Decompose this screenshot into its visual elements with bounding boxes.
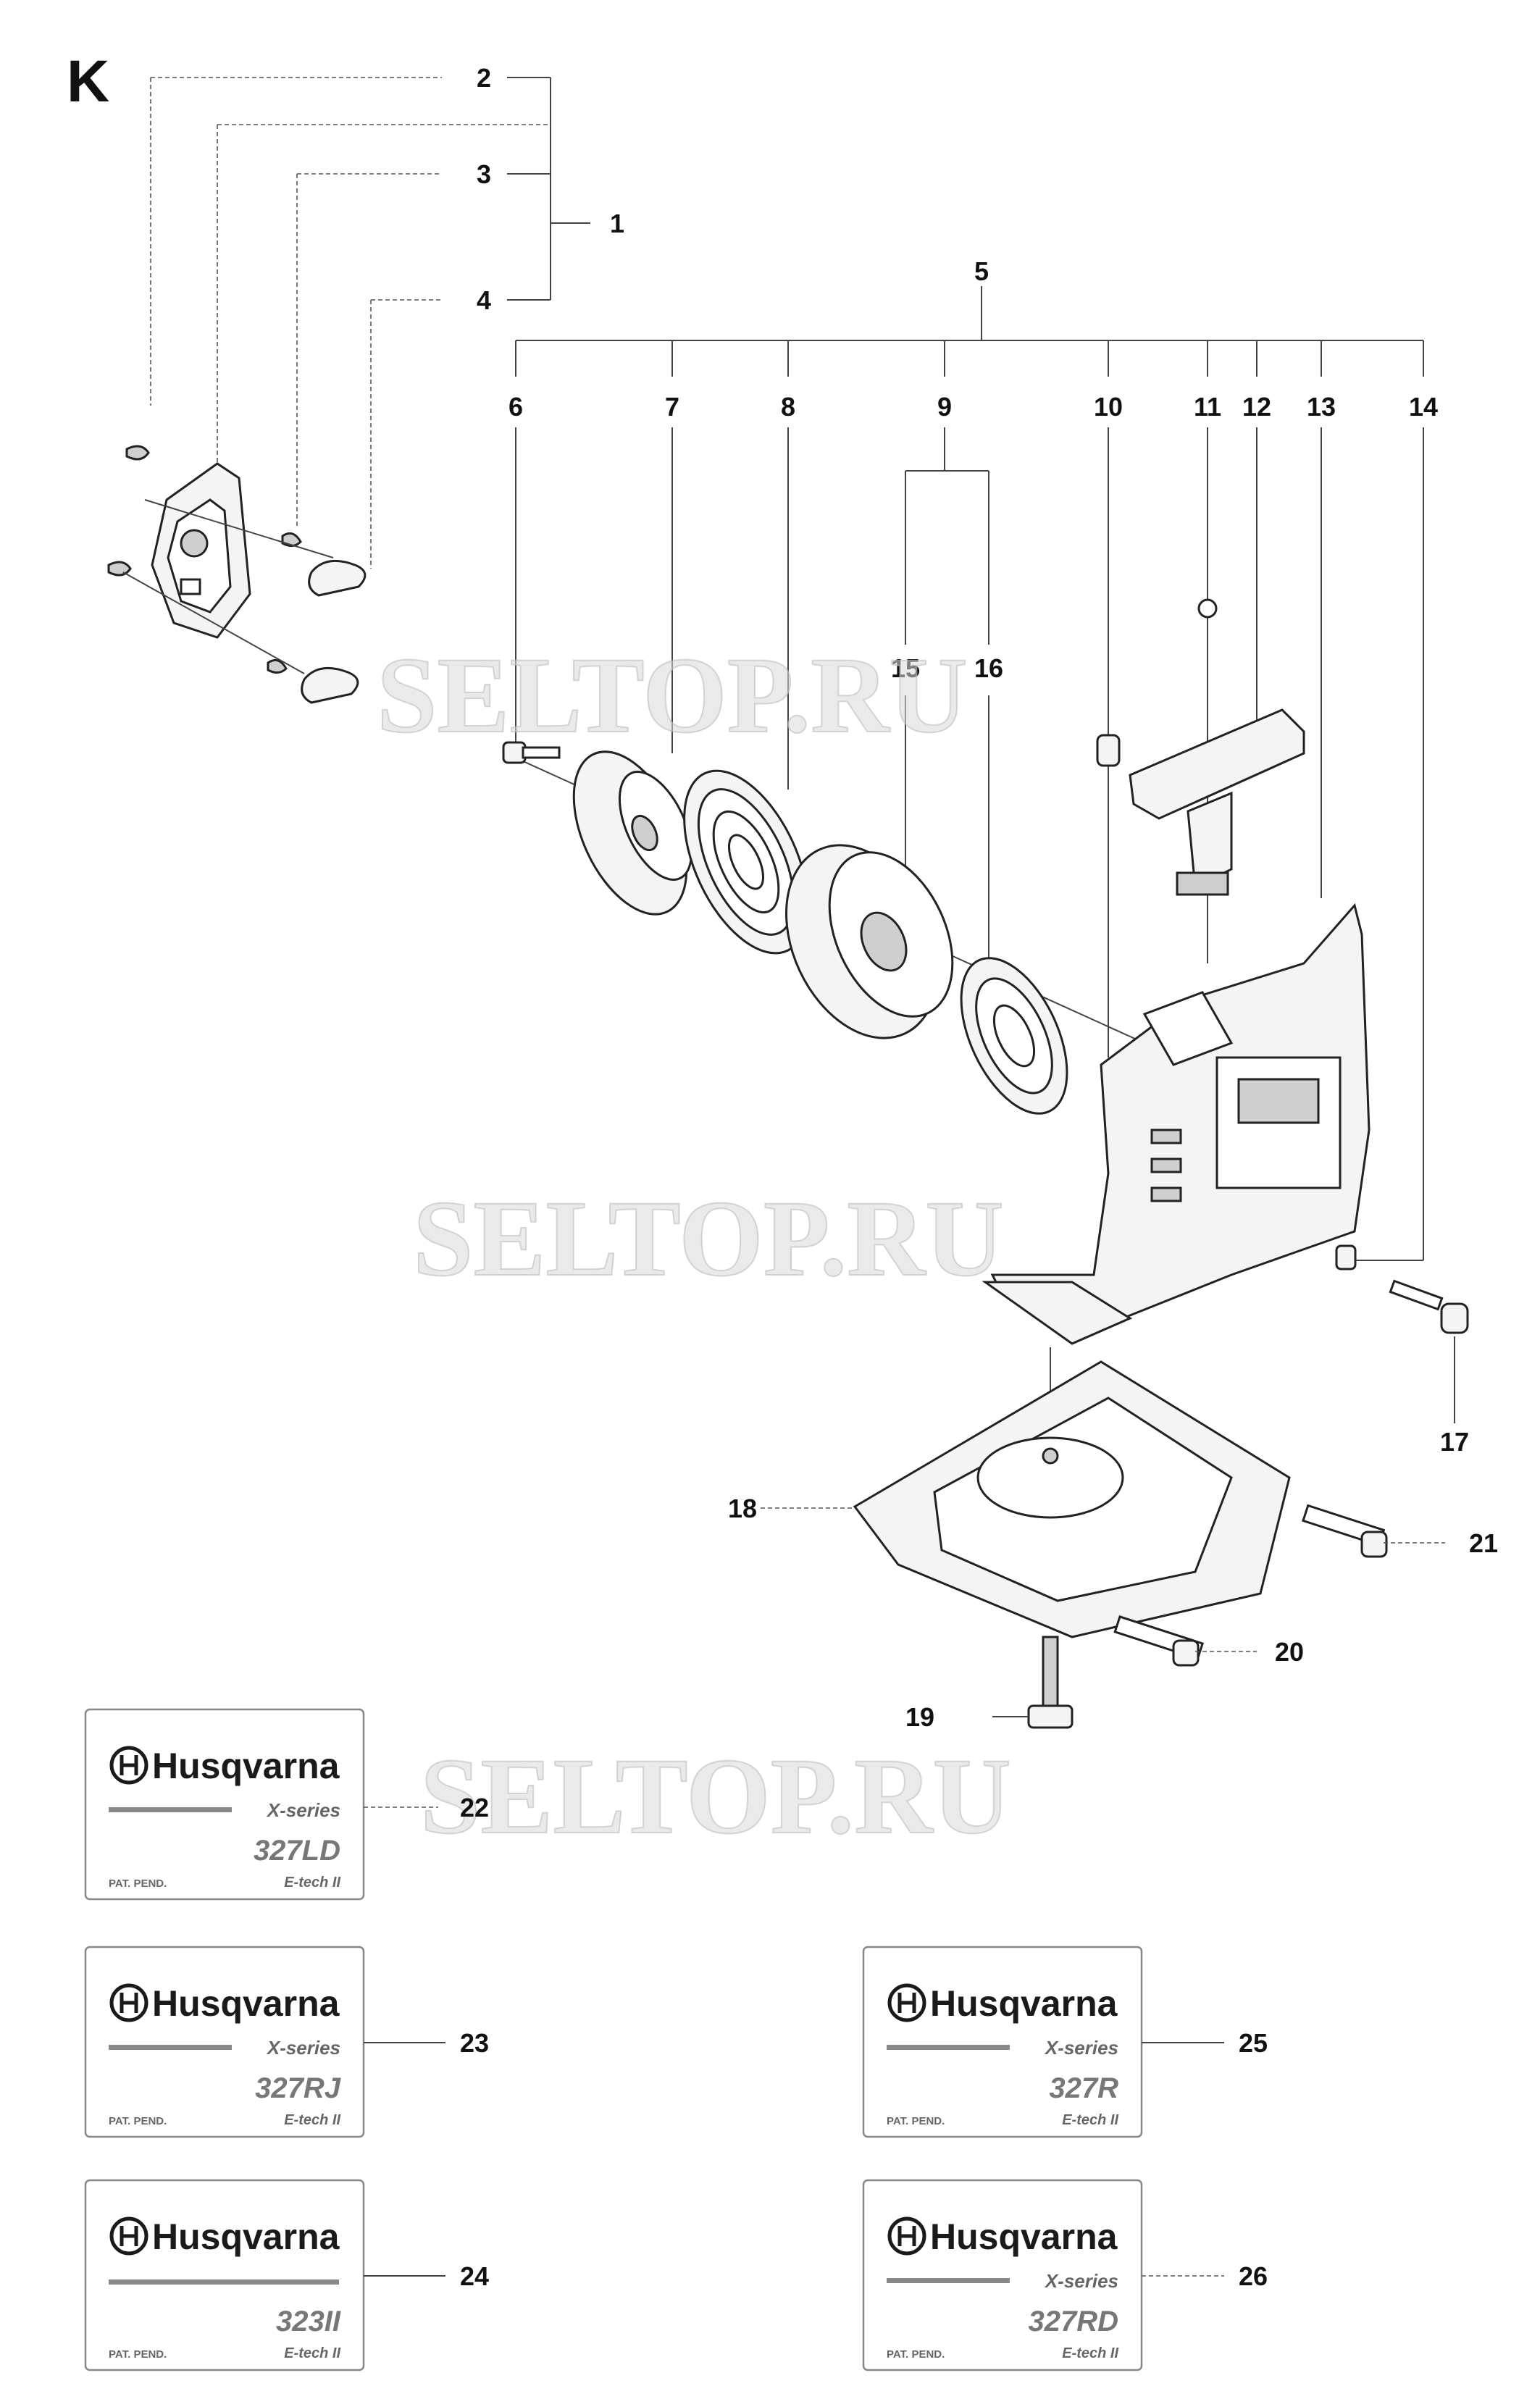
callout-12: 12 [1242, 392, 1271, 422]
callout-16: 16 [974, 653, 1003, 683]
label-model: 323II [276, 2306, 341, 2337]
callout-11: 11 [1194, 392, 1221, 422]
watermark-top: SELTOP.RU [377, 635, 968, 755]
label-brand: Husqvarna [152, 1746, 340, 1786]
label-pat: PAT. PEND. [887, 2348, 945, 2361]
label-etech: E-tech II [284, 2112, 340, 2128]
label-etech: E-tech II [1062, 2112, 1118, 2128]
label-pat: PAT. PEND. [109, 2348, 167, 2361]
label-pat: PAT. PEND. [109, 2115, 167, 2127]
husqvarna-logo-icon [887, 2216, 926, 2256]
callout-20: 20 [1275, 1637, 1304, 1667]
callout-13: 13 [1307, 392, 1336, 422]
group-1-leaders [150, 77, 590, 569]
label-brand: Husqvarna [152, 2216, 340, 2257]
watermark-middle: SELTOP.RU [413, 1178, 1004, 1299]
husqvarna-logo-icon [109, 1983, 148, 2022]
callout-7: 7 [665, 392, 679, 422]
decal-label-22: Husqvarna X-series 327LD PAT. PEND. E-te… [84, 1708, 365, 1901]
callout-10: 10 [1094, 392, 1123, 422]
callout-5: 5 [974, 256, 989, 286]
label-series: X-series [266, 2037, 340, 2059]
husqvarna-logo-icon [109, 1746, 148, 1785]
callout-24: 24 [460, 2261, 489, 2291]
callout-14: 14 [1409, 392, 1438, 422]
label-model: 327LD [254, 1835, 340, 1867]
husqvarna-logo-icon [109, 2216, 148, 2256]
group-5-leaders [515, 286, 1424, 1261]
decal-label-24: Husqvarna 323II PAT. PEND. E-tech II [84, 2179, 365, 2371]
label-model: 327RJ [255, 2072, 341, 2104]
label-brand: Husqvarna [930, 2216, 1118, 2257]
callout-9: 9 [937, 392, 952, 422]
callout-23: 23 [460, 2028, 489, 2058]
callout-18: 18 [728, 1494, 757, 1523]
label-pat: PAT. PEND. [887, 2115, 945, 2127]
callout-6: 6 [509, 392, 523, 422]
label-model: 327R [1049, 2072, 1118, 2104]
callout-19: 19 [905, 1702, 934, 1732]
label-series: X-series [266, 1799, 340, 1821]
callout-21: 21 [1469, 1528, 1498, 1558]
label-brand: Husqvarna [930, 1983, 1118, 2024]
callout-25: 25 [1239, 2028, 1268, 2058]
husqvarna-logo-icon [887, 1983, 926, 2022]
decal-label-25: Husqvarna X-series 327R PAT. PEND. E-tec… [862, 1946, 1143, 2138]
callout-2: 2 [477, 63, 491, 93]
callout-17: 17 [1440, 1427, 1469, 1457]
filter-cover-assembly [107, 445, 367, 704]
callout-22: 22 [460, 1793, 489, 1822]
label-etech: E-tech II [284, 1875, 340, 1891]
decal-label-23: Husqvarna X-series 327RJ PAT. PEND. E-te… [84, 1946, 365, 2138]
label-series: X-series [1044, 2270, 1118, 2292]
starter-parts [502, 598, 1469, 1345]
base-plate [853, 1347, 1388, 1729]
label-brand: Husqvarna [152, 1983, 340, 2024]
section-letter: K [67, 49, 109, 114]
decal-label-26: Husqvarna X-series 327RD PAT. PEND. E-te… [862, 2179, 1143, 2371]
callout-4: 4 [477, 285, 491, 315]
callout-26: 26 [1239, 2261, 1268, 2291]
callout-15: 15 [891, 653, 920, 683]
watermark-bottom: SELTOP.RU [420, 1736, 1011, 1856]
label-series: X-series [1044, 2037, 1118, 2059]
label-pat: PAT. PEND. [109, 1877, 167, 1890]
callout-1: 1 [610, 209, 624, 238]
label-etech: E-tech II [284, 2345, 340, 2361]
callout-8: 8 [781, 392, 795, 422]
label-model: 327RD [1028, 2306, 1118, 2337]
label-etech: E-tech II [1062, 2345, 1118, 2361]
callout-3: 3 [477, 159, 491, 189]
